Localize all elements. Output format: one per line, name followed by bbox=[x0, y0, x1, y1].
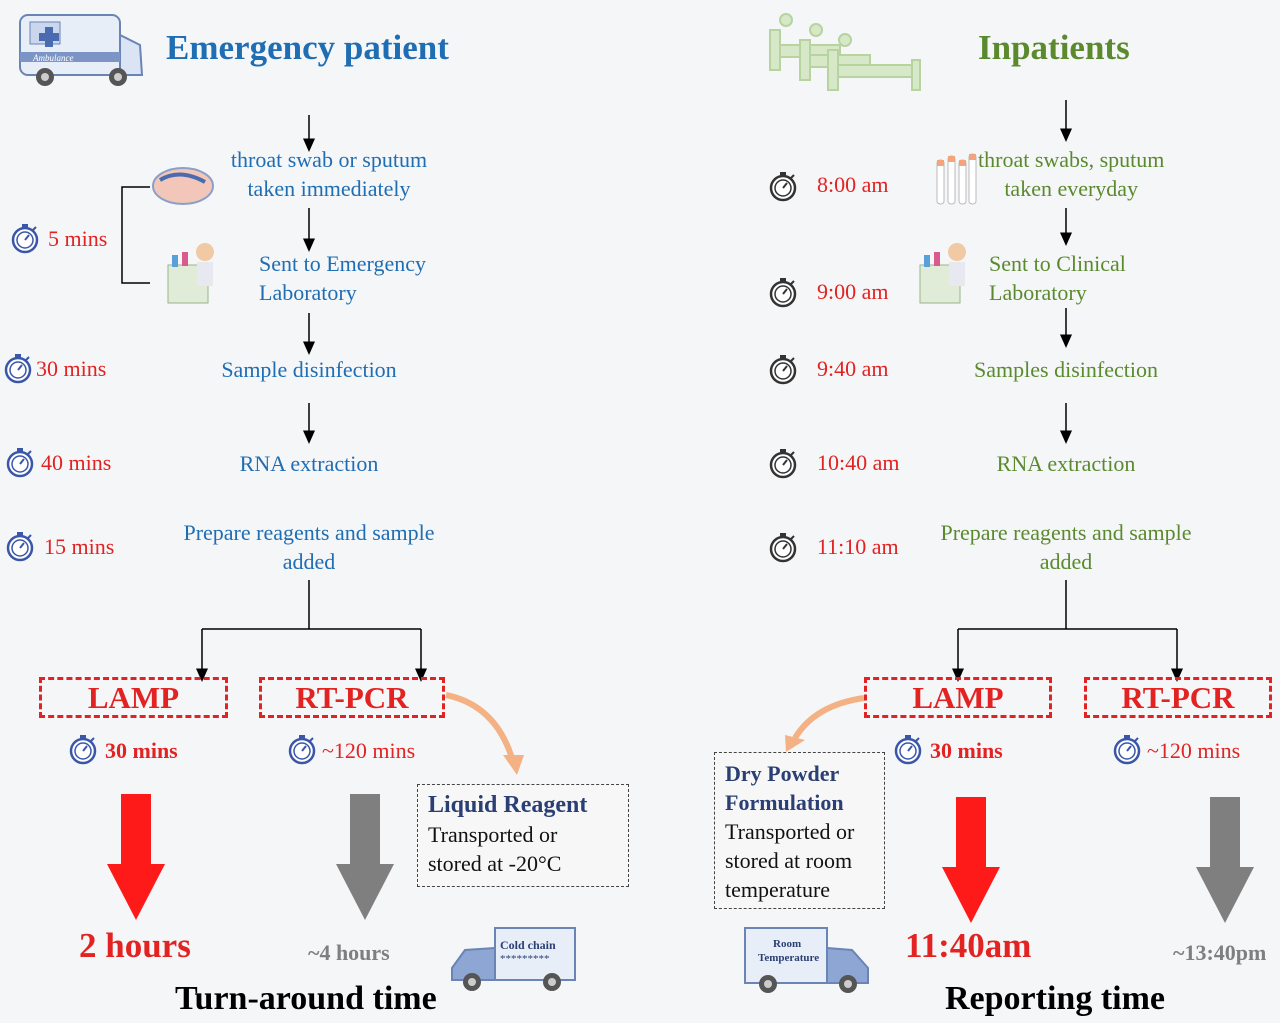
right-time-3: 9:40 am bbox=[817, 356, 889, 381]
lamp-result-arrow-left bbox=[107, 794, 165, 920]
rtpcr-result-arrow-left bbox=[336, 794, 394, 920]
orange-curved-arrow-right bbox=[792, 695, 865, 740]
right-stopwatch-icons bbox=[769, 170, 797, 563]
right-lab-technician-icon bbox=[919, 243, 966, 304]
right-step-4: RNA extraction bbox=[996, 451, 1136, 476]
cold-chain-label: Cold chain bbox=[500, 938, 556, 952]
left-lamp-time: 30 mins bbox=[105, 738, 178, 763]
left-lab-technician-icon bbox=[167, 243, 214, 304]
right-rtpcr-box: RT-PCR bbox=[1084, 677, 1272, 718]
cold-chain-stars: ********* bbox=[500, 953, 550, 965]
right-footer: Reporting time bbox=[945, 980, 1166, 1017]
left-time-2: 30 mins bbox=[36, 356, 107, 381]
right-step-3: Samples disinfection bbox=[974, 357, 1158, 382]
right-rtpcr-result: ~13:40pm bbox=[1173, 940, 1267, 965]
dry-powder-box: Dry Powder Formulation Transported or st… bbox=[714, 752, 885, 909]
throat-swab-icon bbox=[152, 167, 214, 205]
room-truck-label-1: Room bbox=[773, 938, 802, 950]
right-time-2: 9:00 am bbox=[817, 279, 889, 304]
right-title: Inpatients bbox=[978, 28, 1130, 67]
left-title: Emergency patient bbox=[166, 28, 449, 67]
left-lamp-box: LAMP bbox=[39, 677, 228, 718]
left-time-1: 5 mins bbox=[48, 226, 108, 251]
right-time-4: 10:40 am bbox=[817, 450, 900, 475]
left-step-3: Sample disinfection bbox=[221, 357, 397, 382]
right-flow-arrows bbox=[952, 100, 1183, 682]
left-time-3: 40 mins bbox=[41, 450, 112, 475]
ambulance-icon bbox=[19, 14, 144, 86]
right-lamp-box: LAMP bbox=[864, 677, 1052, 718]
cold-chain-truck-icon bbox=[451, 927, 576, 991]
ambulance-label: Ambulance bbox=[33, 53, 74, 63]
right-lamp-time: 30 mins bbox=[930, 738, 1003, 763]
room-temperature-truck-icon bbox=[744, 927, 869, 993]
left-rtpcr-result: ~4 hours bbox=[308, 940, 390, 965]
right-time-1: 8:00 am bbox=[817, 172, 889, 197]
hospital-beds-icon bbox=[769, 13, 921, 91]
liquid-reagent-box: Liquid Reagent Transported or stored at … bbox=[417, 784, 629, 887]
left-flow-arrows bbox=[121, 115, 427, 682]
left-rtpcr-box: RT-PCR bbox=[259, 677, 445, 718]
lamp-result-arrow-right bbox=[942, 797, 1000, 923]
rtpcr-result-arrow-right bbox=[1196, 797, 1254, 923]
left-footer: Turn-around time bbox=[175, 980, 437, 1017]
left-rtpcr-time: ~120 mins bbox=[322, 738, 416, 763]
left-step-4: RNA extraction bbox=[239, 451, 379, 476]
right-time-5: 11:10 am bbox=[817, 534, 899, 559]
left-lamp-result: 2 hours bbox=[79, 926, 191, 965]
room-truck-label-2: Temperature bbox=[758, 952, 820, 964]
right-lamp-result: 11:40am bbox=[905, 926, 1032, 965]
left-time-4: 15 mins bbox=[44, 534, 115, 559]
right-rtpcr-time: ~120 mins bbox=[1147, 738, 1241, 763]
test-tubes-icon bbox=[936, 153, 977, 205]
orange-curved-arrow-left bbox=[445, 692, 515, 759]
